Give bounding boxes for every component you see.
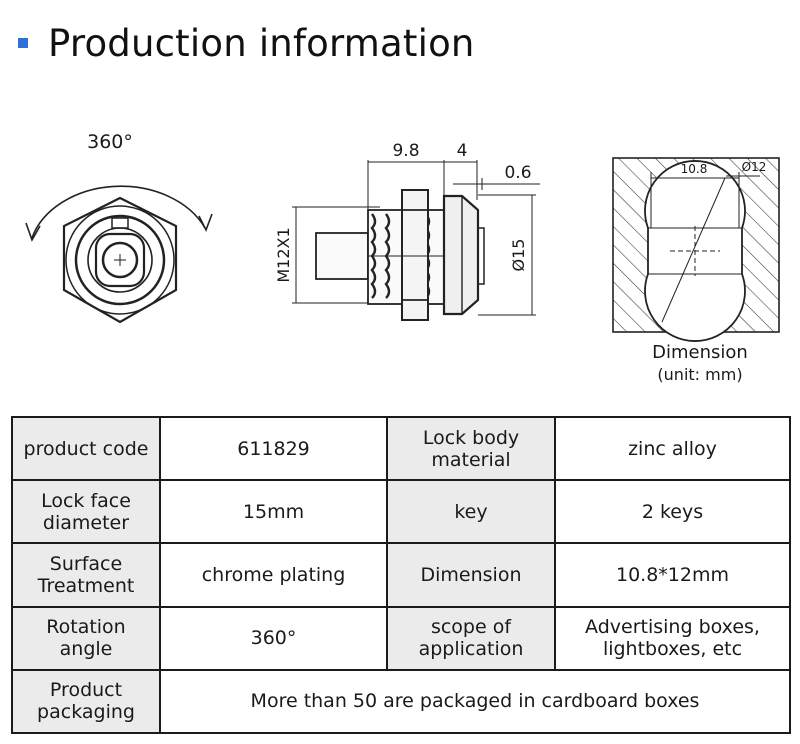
page-title: Production information <box>48 21 475 65</box>
front-view-drawing: 360° <box>25 131 213 324</box>
spec-value: zinc alloy <box>554 415 791 482</box>
dim-4-label: 4 <box>457 141 468 161</box>
spec-label: key <box>386 479 556 545</box>
rotation-arrow-icon <box>31 185 206 239</box>
spec-label: Rotation angle <box>11 605 161 671</box>
spec-value: 2 keys <box>554 479 791 545</box>
cutout-width-label: 10.8 <box>681 162 708 176</box>
spec-label: Lock face diameter <box>11 479 161 545</box>
drawings-svg: 360° 9.8 4 0.6 <box>25 131 780 342</box>
table-row: Surface Treatment chrome plating Dimensi… <box>11 542 791 608</box>
spec-label: scope of application <box>386 605 556 671</box>
spec-value: Advertising boxes, lightboxes, etc <box>554 605 791 671</box>
section-header: Production information <box>18 18 475 68</box>
technical-drawings: 360° 9.8 4 0.6 <box>0 110 800 400</box>
diameter-label: Ø15 <box>509 239 528 272</box>
cutout-diameter-label: Ø12 <box>742 160 767 174</box>
thread-label: M12X1 <box>274 227 293 282</box>
spec-value: 10.8*12mm <box>554 542 791 608</box>
spec-value: 611829 <box>159 415 388 482</box>
table-row: product code 611829 Lock body material z… <box>11 415 791 482</box>
spec-label: Surface Treatment <box>11 542 161 608</box>
dim-0-6-label: 0.6 <box>504 163 531 183</box>
rotation-label: 360° <box>87 131 133 153</box>
spec-value: 15mm <box>159 479 388 545</box>
spec-value: More than 50 are packaged in cardboard b… <box>159 668 791 735</box>
spec-label: product code <box>11 415 161 482</box>
spec-value: chrome plating <box>159 542 388 608</box>
spec-value: 360° <box>159 605 388 671</box>
spec-label: Dimension <box>386 542 556 608</box>
panel-cutout-drawing: 10.8 Ø12 <box>612 157 780 342</box>
dim-9-8-label: 9.8 <box>392 141 419 161</box>
dimension-caption-title: Dimension <box>652 342 748 363</box>
spec-label: Lock body material <box>386 415 556 482</box>
side-view-drawing: 9.8 4 0.6 M12X1 Ø15 <box>274 141 540 321</box>
spec-label: Product packaging <box>11 668 161 735</box>
table-row: Lock face diameter 15mm key 2 keys <box>11 479 791 545</box>
table-row: Product packaging More than 50 are packa… <box>11 668 791 735</box>
dimension-caption-unit: (unit: mm) <box>657 365 743 384</box>
bullet-square-icon <box>18 38 28 48</box>
spec-table: product code 611829 Lock body material z… <box>11 415 791 735</box>
dimension-caption: Dimension (unit: mm) <box>605 342 795 384</box>
table-row: Rotation angle 360° scope of application… <box>11 605 791 671</box>
